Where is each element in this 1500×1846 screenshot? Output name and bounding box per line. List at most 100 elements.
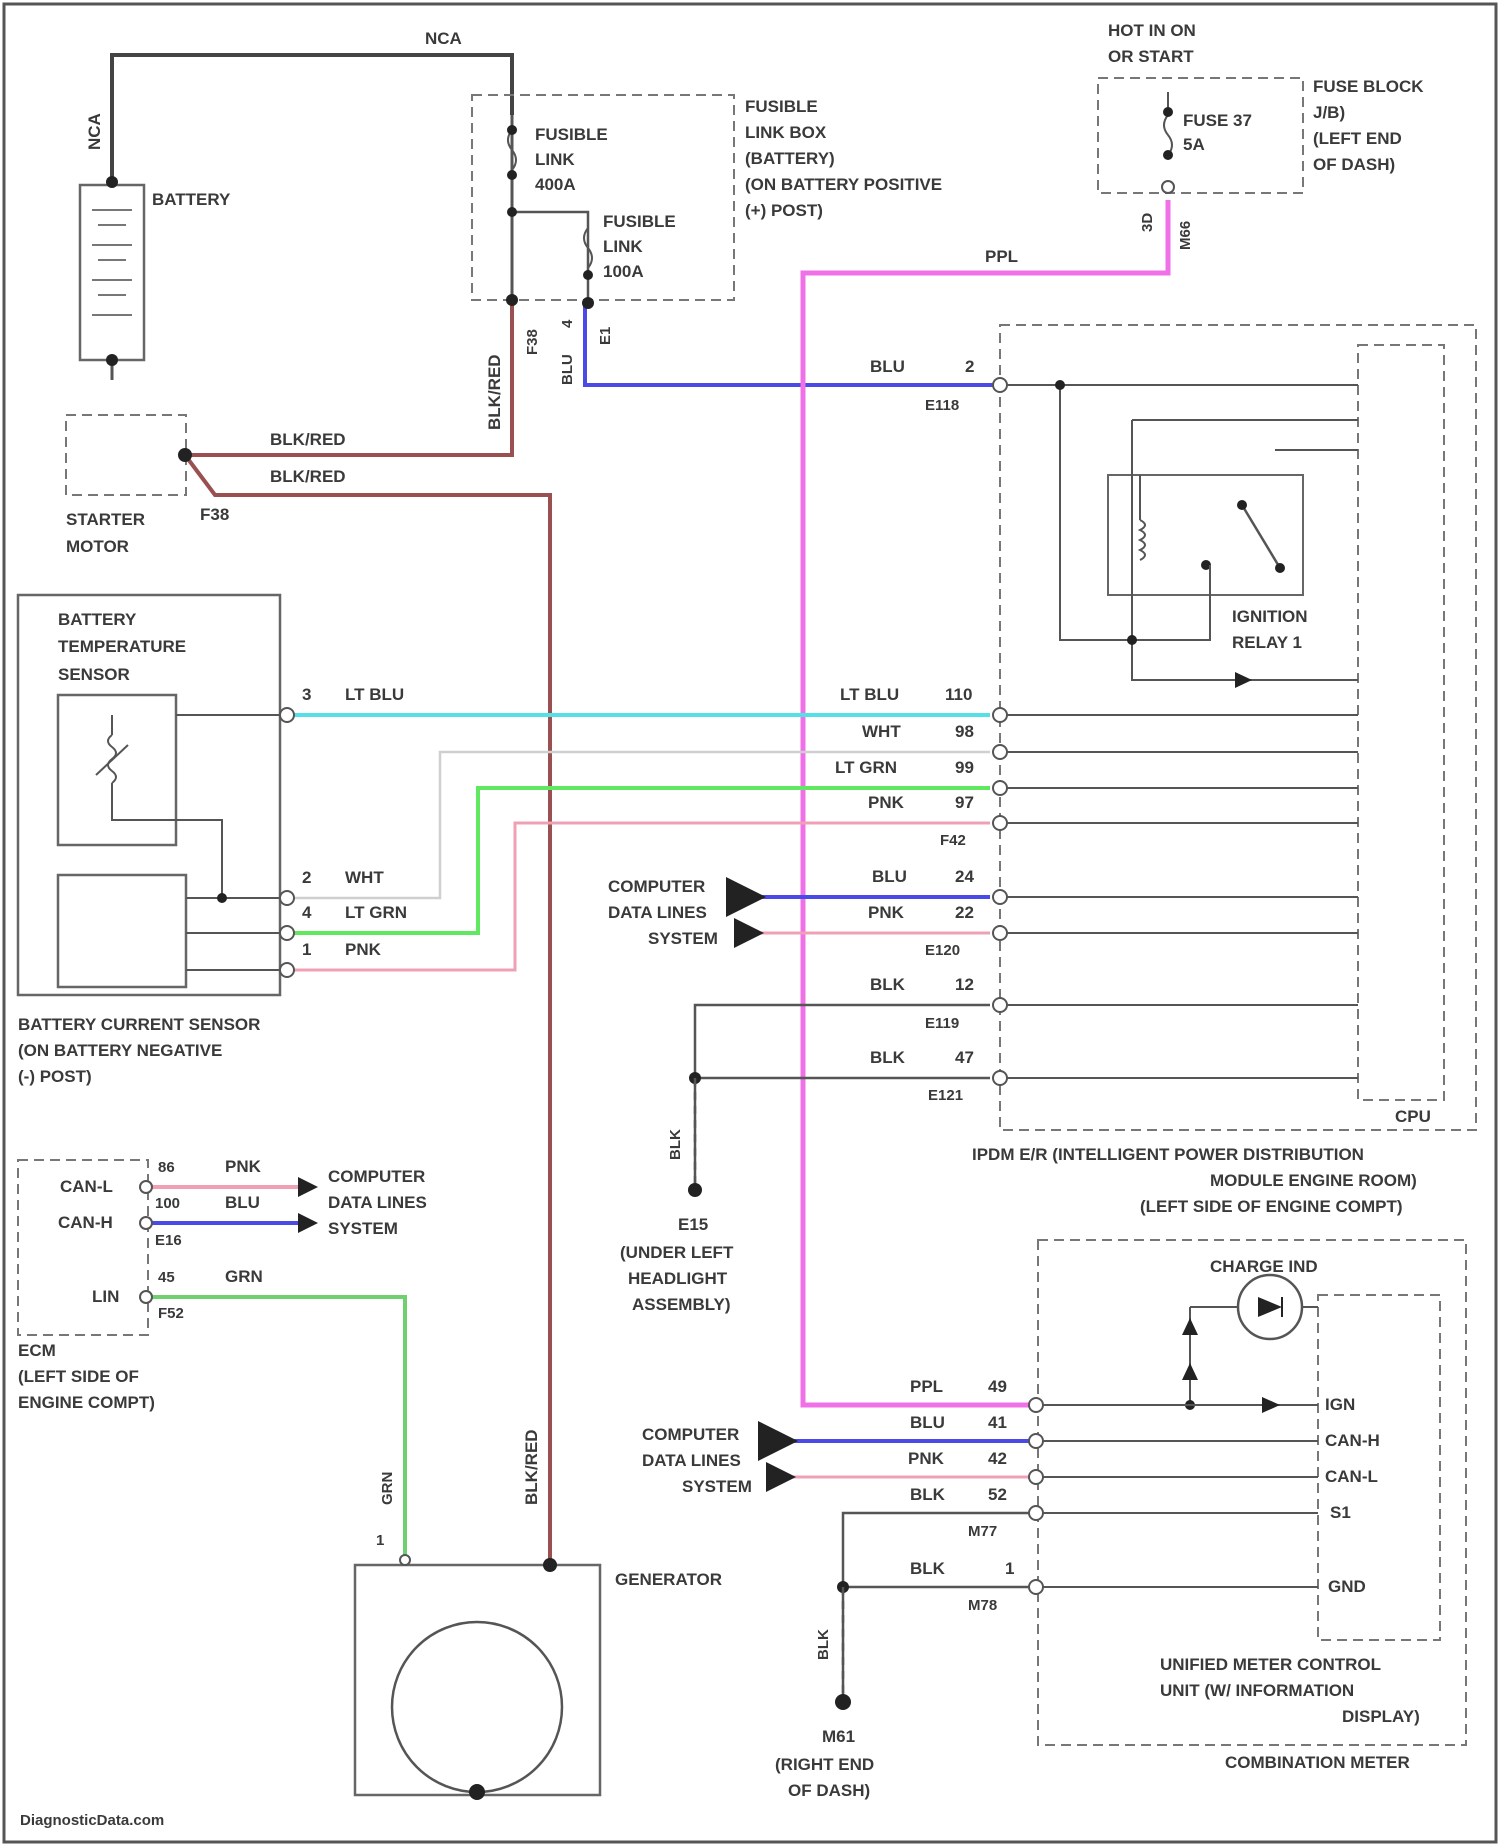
label-r-blk47: BLK	[870, 1048, 906, 1067]
label-e15-2: HEADLIGHT	[628, 1269, 728, 1288]
label-cdl3-3: SYSTEM	[682, 1477, 752, 1496]
label-starter-1: STARTER	[66, 510, 145, 529]
label-r-pnk22: PNK	[868, 903, 905, 922]
label-ign-relay-2: RELAY 1	[1232, 633, 1302, 652]
label-nca-top: NCA	[425, 29, 462, 48]
label-e15: E15	[678, 1215, 708, 1234]
label-blkred-1: BLK/RED	[270, 430, 346, 449]
label-s1: S1	[1330, 1503, 1351, 1522]
label-ipdm-1: IPDM E/R (INTELLIGENT POWER DISTRIBUTION	[972, 1145, 1364, 1164]
label-ign: IGN	[1325, 1395, 1355, 1414]
wire-blkred-starter	[185, 300, 512, 455]
label-ppl-top: PPL	[985, 247, 1018, 266]
label-umcu-1: UNIFIED METER CONTROL	[1160, 1655, 1381, 1674]
label-e15-1: (UNDER LEFT	[620, 1243, 734, 1262]
label-lin: LIN	[92, 1287, 119, 1306]
cpu-box	[1358, 345, 1444, 1100]
fuse-fl100	[506, 228, 594, 309]
label-generator: GENERATOR	[615, 1570, 722, 1589]
label-m-m78: M78	[968, 1597, 997, 1614]
label-cdl1-3: SYSTEM	[648, 929, 718, 948]
label-bts-3: SENSOR	[58, 665, 130, 684]
label-s-pin2: 2	[302, 868, 311, 887]
label-pin2: 2	[965, 357, 974, 376]
label-ecm-pnk: PNK	[225, 1157, 262, 1176]
label-combo: COMBINATION METER	[1225, 1753, 1410, 1772]
label-starter-2: MOTOR	[66, 537, 129, 556]
wire-blk-meter-52	[843, 1513, 1033, 1700]
label-fl400-2: LINK	[535, 150, 575, 169]
label-canh: CAN-H	[58, 1213, 113, 1232]
label-blu-2: BLU	[870, 357, 905, 376]
wire-grn-ecm	[150, 1297, 405, 1560]
label-m-52: 52	[988, 1485, 1007, 1504]
label-grn-vert: GRN	[379, 1472, 396, 1505]
label-m61-2: OF DASH)	[788, 1781, 870, 1800]
starter-motor	[66, 415, 192, 495]
label-s-pin3: 3	[302, 685, 311, 704]
battery-temperature-sensor	[58, 695, 290, 898]
label-f52: F52	[158, 1305, 184, 1322]
label-f38: F38	[200, 505, 229, 524]
label-cdl3-2: DATA LINES	[642, 1451, 741, 1470]
label-fuse37-1: FUSE 37	[1183, 111, 1252, 130]
label-r-blu24: BLU	[872, 867, 907, 886]
label-s-pin4: 4	[302, 903, 312, 922]
label-fl100-2: LINK	[603, 237, 643, 256]
label-s-wht: WHT	[345, 868, 384, 887]
label-e119: E119	[925, 1015, 959, 1032]
label-m-blu: BLU	[910, 1413, 945, 1432]
label-cdl2-3: SYSTEM	[328, 1219, 398, 1238]
label-bcs-3: (-) POST)	[18, 1067, 92, 1086]
sensor-connectors	[280, 708, 294, 977]
label-fuse37-2: 5A	[1183, 135, 1205, 154]
label-hot-2: OR START	[1108, 47, 1194, 66]
label-blkred-vert: BLK/RED	[485, 354, 504, 430]
label-e16: E16	[155, 1232, 182, 1249]
label-gnd: GND	[1328, 1577, 1366, 1596]
label-blk-vert: BLK	[667, 1129, 684, 1160]
label-m-41: 41	[988, 1413, 1007, 1432]
label-e120: E120	[925, 942, 960, 959]
label-r-97: 97	[955, 793, 974, 812]
label-flbox-2: LINK BOX	[745, 123, 827, 142]
label-s-ltgrn: LT GRN	[345, 903, 407, 922]
wire-nca	[112, 55, 512, 180]
label-r-pnk: PNK	[868, 793, 905, 812]
wire-blkred-generator	[185, 455, 550, 1565]
label-r-ltgrn: LT GRN	[835, 758, 897, 777]
label-fl400-3: 400A	[535, 175, 576, 194]
label-nca-left: NCA	[85, 113, 104, 150]
ipdm-er-box	[1000, 325, 1476, 1130]
label-ecm-1: ECM	[18, 1341, 56, 1360]
label-cdl2-1: COMPUTER	[328, 1167, 425, 1186]
label-m-1: 1	[1005, 1559, 1014, 1578]
label-r-blk12: BLK	[870, 975, 906, 994]
label-cdl2-2: DATA LINES	[328, 1193, 427, 1212]
label-r-22: 22	[955, 903, 974, 922]
label-ecm-grn: GRN	[225, 1267, 263, 1286]
label-f38-vert: F38	[524, 329, 541, 355]
label-ign-relay-1: IGNITION	[1232, 607, 1308, 626]
battery-current-sensor	[58, 875, 290, 987]
labels: NCA NCA BATTERY FUSIBLE LINK 400A FUSIBL…	[18, 21, 1431, 1829]
label-blkred-gen: BLK/RED	[522, 1429, 541, 1505]
charge-indicator-lamp	[1182, 1275, 1318, 1410]
label-ecm-2: (LEFT SIDE OF	[18, 1367, 139, 1386]
label-canh-r: CAN-H	[1325, 1431, 1380, 1450]
label-m-42: 42	[988, 1449, 1007, 1468]
label-bts-1: BATTERY	[58, 610, 137, 629]
label-r-99: 99	[955, 758, 974, 777]
label-e121: E121	[928, 1087, 963, 1104]
label-s-pnk: PNK	[345, 940, 382, 959]
label-fl400-1: FUSIBLE	[535, 125, 608, 144]
label-cdl3-1: COMPUTER	[642, 1425, 739, 1444]
label-flbox-5: (+) POST)	[745, 201, 823, 220]
label-f42: F42	[940, 832, 966, 849]
label-r-24: 24	[955, 867, 974, 886]
label-umcu-2: UNIT (W/ INFORMATION	[1160, 1681, 1354, 1700]
label-ecm-45: 45	[158, 1269, 175, 1286]
label-blk-vert2: BLK	[815, 1629, 832, 1660]
label-ecm-100: 100	[155, 1195, 180, 1212]
